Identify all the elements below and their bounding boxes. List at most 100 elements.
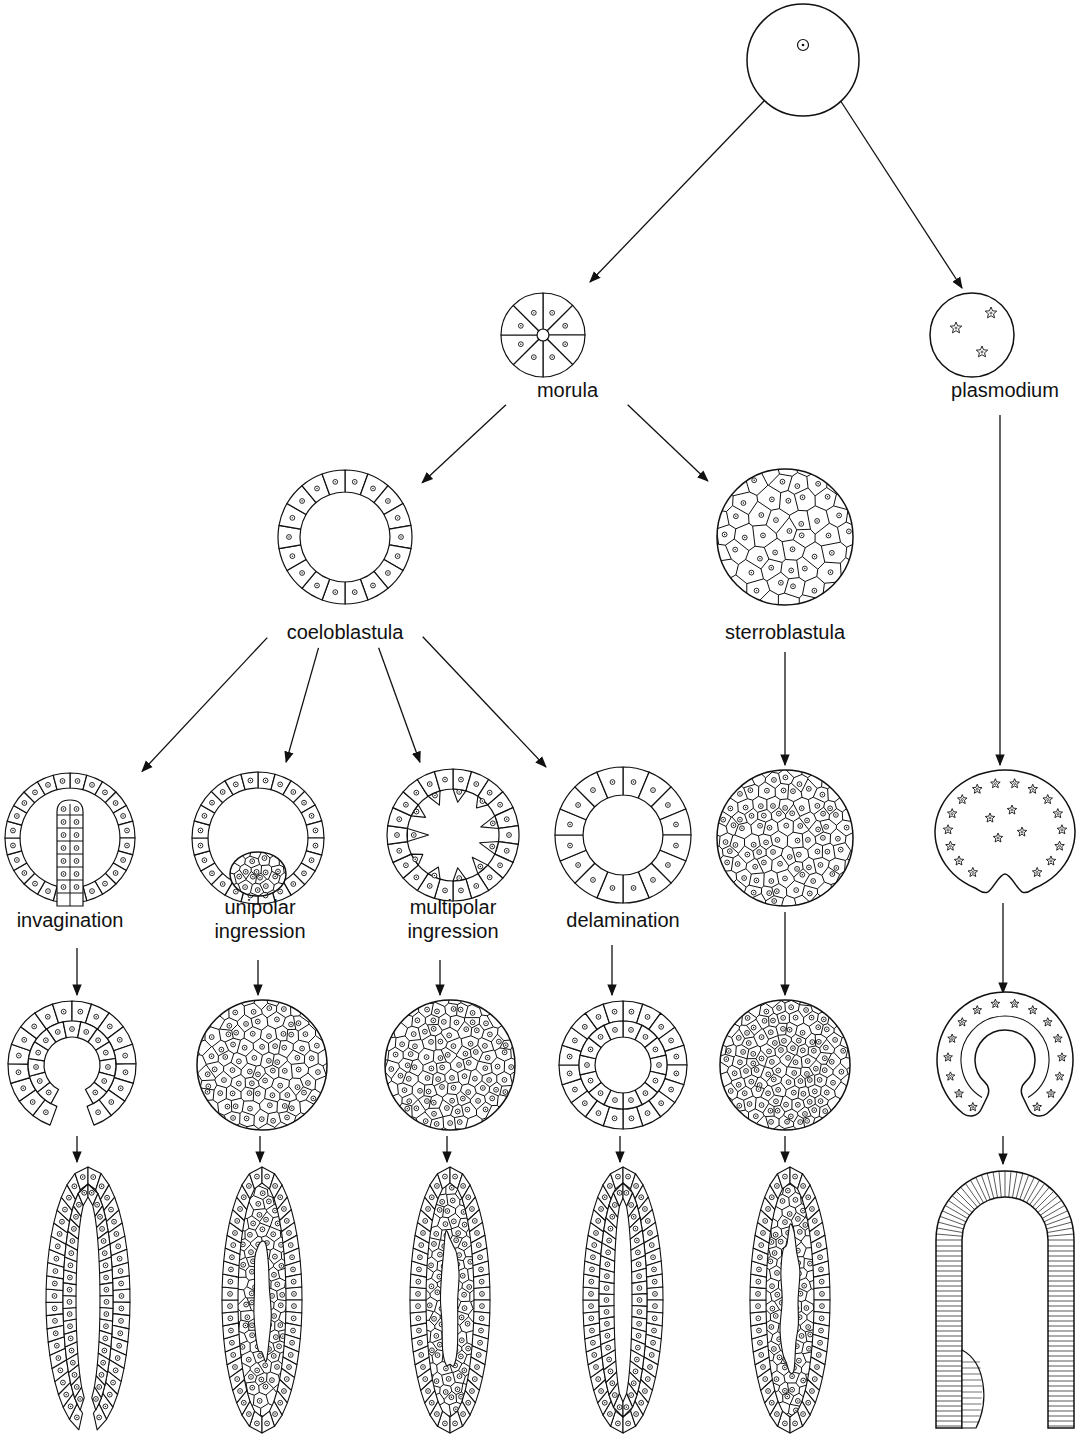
embryo-drawing bbox=[76, 847, 77, 848]
embryo-drawing bbox=[69, 1289, 70, 1290]
embryo-drawing bbox=[118, 1345, 119, 1346]
embryo-drawing bbox=[212, 1067, 217, 1072]
embryo-drawing bbox=[943, 825, 953, 834]
embryo-drawing bbox=[477, 1100, 478, 1101]
embryo-drawing bbox=[825, 494, 830, 499]
embryo-drawing bbox=[769, 497, 774, 502]
embryo-drawing bbox=[844, 825, 849, 830]
embryo-drawing bbox=[96, 1110, 101, 1115]
embryo-drawing bbox=[811, 1048, 816, 1053]
embryo-drawing bbox=[229, 1328, 234, 1333]
embryo-drawing bbox=[623, 1090, 642, 1109]
embryo-drawing bbox=[1021, 831, 1023, 833]
embryo-drawing bbox=[241, 772, 258, 790]
embryo-drawing bbox=[113, 1221, 114, 1222]
embryo-drawing bbox=[453, 1008, 454, 1009]
embryo-drawing bbox=[289, 1022, 294, 1027]
embryo-drawing bbox=[726, 862, 727, 863]
embryo-drawing bbox=[103, 1404, 108, 1409]
embryo-drawing bbox=[467, 1091, 468, 1092]
embryo-drawing bbox=[245, 1304, 246, 1305]
embryo-drawing bbox=[125, 843, 130, 848]
embryo-drawing bbox=[278, 470, 412, 604]
embryo-drawing bbox=[246, 1357, 251, 1362]
embryo-drawing bbox=[94, 1397, 99, 1402]
embryo-drawing bbox=[231, 1342, 232, 1343]
embryo-drawing bbox=[53, 773, 70, 790]
embryo-drawing bbox=[774, 1042, 775, 1043]
embryo-drawing bbox=[200, 830, 201, 831]
embryo-drawing bbox=[774, 889, 779, 894]
embryo-drawing bbox=[309, 813, 314, 818]
embryo-drawing bbox=[961, 799, 963, 801]
embryo-drawing bbox=[277, 1223, 278, 1224]
embryo-drawing bbox=[1057, 1038, 1059, 1040]
embryo-drawing bbox=[550, 355, 555, 360]
embryo-drawing bbox=[612, 781, 613, 782]
embryo-drawing bbox=[751, 1081, 752, 1082]
embryo-drawing bbox=[243, 1323, 248, 1328]
embryo-drawing bbox=[427, 884, 432, 889]
embryo-drawing bbox=[414, 875, 419, 880]
embryo-drawing bbox=[460, 890, 461, 891]
embryo-drawing bbox=[416, 811, 417, 812]
embryo-drawing bbox=[769, 892, 770, 893]
embryo-drawing bbox=[492, 846, 493, 847]
embryo-drawing bbox=[836, 867, 837, 868]
embryo-drawing bbox=[293, 1293, 294, 1294]
embryo-drawing bbox=[354, 481, 355, 482]
embryo-drawing bbox=[57, 867, 83, 868]
embryo-drawing bbox=[72, 1184, 77, 1189]
embryo-drawing bbox=[603, 1001, 623, 1023]
embryo-drawing bbox=[107, 1024, 112, 1029]
embryo-drawing bbox=[468, 1062, 469, 1063]
embryo-drawing bbox=[778, 580, 783, 585]
embryo-drawing bbox=[254, 1241, 271, 1362]
embryo-drawing bbox=[806, 1120, 807, 1121]
embryo-drawing bbox=[474, 1078, 475, 1079]
embryo-drawing bbox=[264, 1365, 265, 1366]
embryo-drawing bbox=[574, 1089, 575, 1090]
embryo-drawing bbox=[118, 1331, 123, 1336]
embryo-drawing bbox=[440, 1065, 445, 1070]
embryo-drawing bbox=[764, 840, 769, 845]
embryo-drawing bbox=[722, 819, 723, 820]
embryo-drawing bbox=[59, 1233, 60, 1234]
embryo-drawing bbox=[1032, 867, 1042, 876]
embryo-drawing bbox=[39, 1080, 40, 1081]
embryo-drawing bbox=[576, 863, 581, 868]
embryo-drawing bbox=[444, 1106, 449, 1111]
embryo-drawing bbox=[70, 804, 71, 906]
embryo-drawing bbox=[759, 825, 760, 826]
embryo-drawing bbox=[104, 1252, 105, 1253]
embryo-drawing bbox=[109, 1100, 114, 1105]
embryo-drawing bbox=[407, 1065, 408, 1066]
stage-arrow bbox=[619, 1136, 620, 1162]
embryo-drawing bbox=[564, 325, 565, 326]
embryo-drawing bbox=[95, 1092, 96, 1093]
embryo-drawing bbox=[726, 1058, 727, 1059]
embryo-drawing bbox=[787, 855, 792, 860]
embryo-drawing bbox=[24, 802, 25, 803]
embryo-drawing bbox=[400, 1075, 401, 1076]
embryo-drawing bbox=[232, 1044, 233, 1045]
embryo-drawing bbox=[335, 481, 336, 482]
embryo-drawing bbox=[56, 1345, 57, 1346]
embryo-drawing bbox=[800, 1121, 801, 1122]
embryo-drawing bbox=[248, 1106, 253, 1111]
embryo-drawing bbox=[550, 310, 555, 315]
embryo-drawing bbox=[235, 891, 236, 892]
embryo-drawing bbox=[256, 1201, 261, 1206]
embryo-drawing bbox=[85, 1082, 106, 1103]
embryo-drawing bbox=[103, 1240, 104, 1241]
embryo-drawing bbox=[753, 480, 754, 481]
embryo-drawing bbox=[290, 1024, 291, 1025]
embryo-drawing bbox=[485, 1109, 486, 1110]
embryo-drawing bbox=[257, 1093, 258, 1094]
embryo-drawing bbox=[830, 872, 835, 877]
embryo-drawing bbox=[76, 886, 77, 887]
embryo-drawing bbox=[117, 1256, 122, 1261]
embryo-drawing bbox=[266, 1058, 271, 1063]
embryo-drawing bbox=[98, 1417, 99, 1418]
embryo-drawing bbox=[120, 1320, 121, 1321]
